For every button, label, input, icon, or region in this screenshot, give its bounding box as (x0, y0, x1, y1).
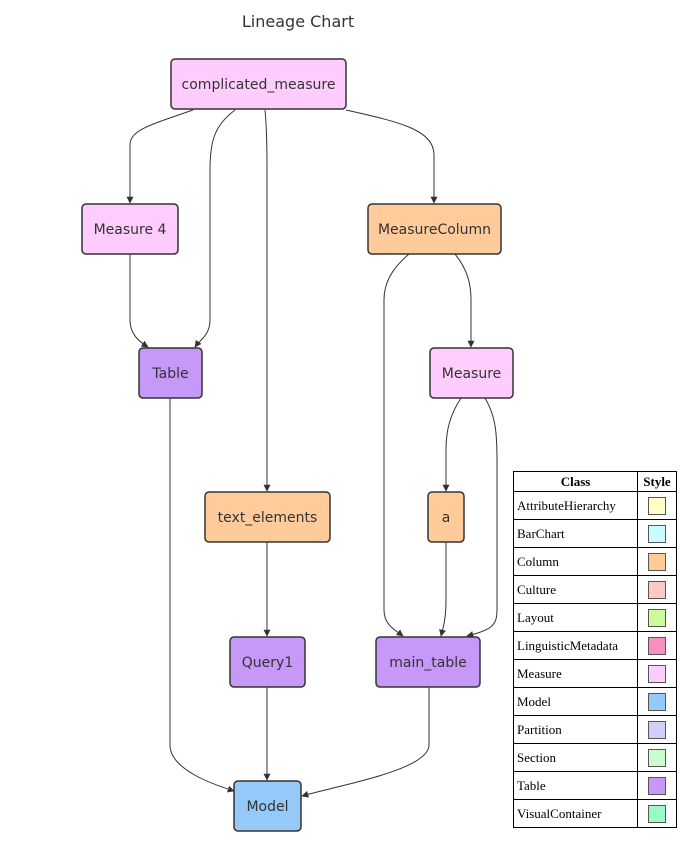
legend-style-cell (637, 603, 677, 632)
edge-measure-to-main_table (466, 397, 498, 638)
node-label-query1: Query1 (242, 655, 293, 671)
edge-measurecolumn-to-main_table (383, 253, 410, 637)
node-box-query1 (229, 636, 306, 688)
node-box-model (233, 780, 302, 832)
legend-row: Column (513, 547, 677, 576)
legend-row: Table (513, 771, 677, 800)
node-box-measure4 (81, 203, 179, 255)
legend-class-name: Culture (513, 575, 638, 604)
node-label-table: Table (151, 366, 188, 382)
legend-color-swatch (648, 748, 666, 767)
edge-complicated_measure-to-measurecolumn (345, 109, 438, 204)
node-box-main_table (375, 636, 481, 688)
legend-color-swatch (648, 496, 666, 515)
node-label-text_elements: text_elements (218, 510, 318, 526)
legend-color-swatch (648, 776, 666, 795)
node-model[interactable]: Model (233, 780, 302, 832)
legend-class-name: AttributeHierarchy (513, 491, 638, 520)
edge-measure4-to-table (129, 254, 149, 348)
legend-class-name: Model (513, 687, 638, 716)
legend-style-cell (637, 519, 677, 548)
node-label-measure4: Measure 4 (94, 222, 167, 238)
legend-color-swatch (648, 692, 666, 711)
legend-row: AttributeHierarchy (513, 491, 677, 520)
node-measure[interactable]: Measure (429, 347, 514, 399)
legend-class-name: Table (513, 771, 638, 800)
node-main_table[interactable]: main_table (375, 636, 481, 688)
legend-class-name: VisualContainer (513, 799, 638, 828)
legend-class-name: Section (513, 743, 638, 772)
legend-class-name: Partition (513, 715, 638, 744)
chart-title: Lineage Chart (242, 12, 354, 31)
legend-style-cell (637, 799, 677, 828)
legend-color-swatch (648, 524, 666, 543)
legend-style-cell (637, 743, 677, 772)
legend-row: BarChart (513, 519, 677, 548)
edge-a-to-main_table (439, 542, 447, 637)
legend-color-swatch (648, 580, 666, 599)
edges-layer (126, 109, 498, 798)
edge-complicated_measure-to-table (194, 109, 236, 348)
node-complicated_measure[interactable]: complicated_measure (170, 58, 347, 110)
legend-row: VisualContainer (513, 799, 677, 828)
legend-style-cell (637, 687, 677, 716)
legend-color-swatch (648, 720, 666, 739)
legend-class-name: BarChart (513, 519, 638, 548)
node-box-a (427, 491, 465, 543)
legend-color-swatch (648, 636, 666, 655)
edge-main_table-to-model (301, 687, 430, 798)
edge-measurecolumn-to-measure (454, 253, 475, 348)
node-label-measure: Measure (442, 366, 502, 382)
node-box-complicated_measure (170, 58, 347, 110)
edge-measure-to-a (442, 397, 462, 492)
legend-style-cell (637, 631, 677, 660)
node-measure4[interactable]: Measure 4 (81, 203, 179, 255)
legend-style-cell (637, 715, 677, 744)
legend-row: Partition (513, 715, 677, 744)
legend-row: LinguisticMetadata (513, 631, 677, 660)
edge-table-to-model (169, 398, 235, 793)
legend-row: Model (513, 687, 677, 716)
legend-header-class: Class (513, 471, 638, 492)
node-measurecolumn[interactable]: MeasureColumn (367, 203, 502, 255)
node-label-complicated_measure: complicated_measure (182, 77, 336, 93)
node-label-measurecolumn: MeasureColumn (378, 222, 491, 238)
node-box-text_elements (204, 491, 331, 543)
legend-class-name: Measure (513, 659, 638, 688)
node-table[interactable]: Table (138, 347, 203, 399)
legend-color-swatch (648, 552, 666, 571)
legend-row: Section (513, 743, 677, 772)
node-label-a: a (442, 510, 451, 526)
legend-header-row: Class Style (513, 471, 677, 492)
legend-style-cell (637, 575, 677, 604)
legend-row: Culture (513, 575, 677, 604)
legend-style-cell (637, 491, 677, 520)
legend-class-name: Column (513, 547, 638, 576)
legend-style-cell (637, 771, 677, 800)
legend-class-name: Layout (513, 603, 638, 632)
node-label-main_table: main_table (389, 655, 466, 671)
legend-class-name: LinguisticMetadata (513, 631, 638, 660)
legend-header-style: Style (637, 471, 677, 492)
legend-row: Layout (513, 603, 677, 632)
node-box-measure (429, 347, 514, 399)
legend-style-cell (637, 659, 677, 688)
legend-row: Measure (513, 659, 677, 688)
node-text_elements[interactable]: text_elements (204, 491, 331, 543)
node-query1[interactable]: Query1 (229, 636, 306, 688)
legend-color-swatch (648, 608, 666, 627)
legend-style-cell (637, 547, 677, 576)
legend-color-swatch (648, 664, 666, 683)
node-box-measurecolumn (367, 203, 502, 255)
node-box-table (138, 347, 203, 399)
edge-complicated_measure-to-text_elements (263, 109, 271, 492)
node-a[interactable]: a (427, 491, 465, 543)
edge-complicated_measure-to-measure4 (126, 109, 194, 204)
legend-color-swatch (648, 804, 666, 823)
node-label-model: Model (246, 799, 288, 815)
